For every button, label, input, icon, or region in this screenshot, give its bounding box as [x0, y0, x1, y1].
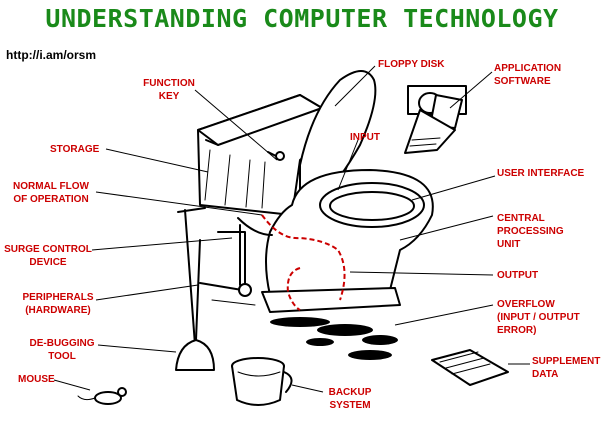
source-url: http://i.am/orsm: [6, 48, 97, 62]
leader-lines: [53, 65, 530, 393]
label-input: INPUT: [350, 132, 380, 143]
label-output: OUTPUT: [497, 270, 539, 281]
label-floppy-disk: FLOPPY DISK: [378, 59, 445, 70]
mouse-animal-icon: [77, 387, 127, 405]
label-peripherals: PERIPHERALS(HARDWARE): [22, 292, 94, 316]
toilet-bowl: [237, 169, 434, 313]
plunger-icon: [175, 239, 215, 371]
newspaper-icon: [431, 349, 509, 386]
pipes: [177, 207, 256, 346]
label-mouse: MOUSE: [18, 374, 55, 385]
overflow-puddle: [270, 317, 398, 360]
label-user-interface: USER INTERFACE: [497, 168, 585, 179]
bucket-icon: [231, 357, 293, 406]
flow-line: [261, 214, 346, 311]
toilet-paper-icon: [404, 85, 467, 154]
label-storage: STORAGE: [50, 144, 100, 155]
page-title: UNDERSTANDING COMPUTER TECHNOLOGY: [45, 4, 559, 33]
